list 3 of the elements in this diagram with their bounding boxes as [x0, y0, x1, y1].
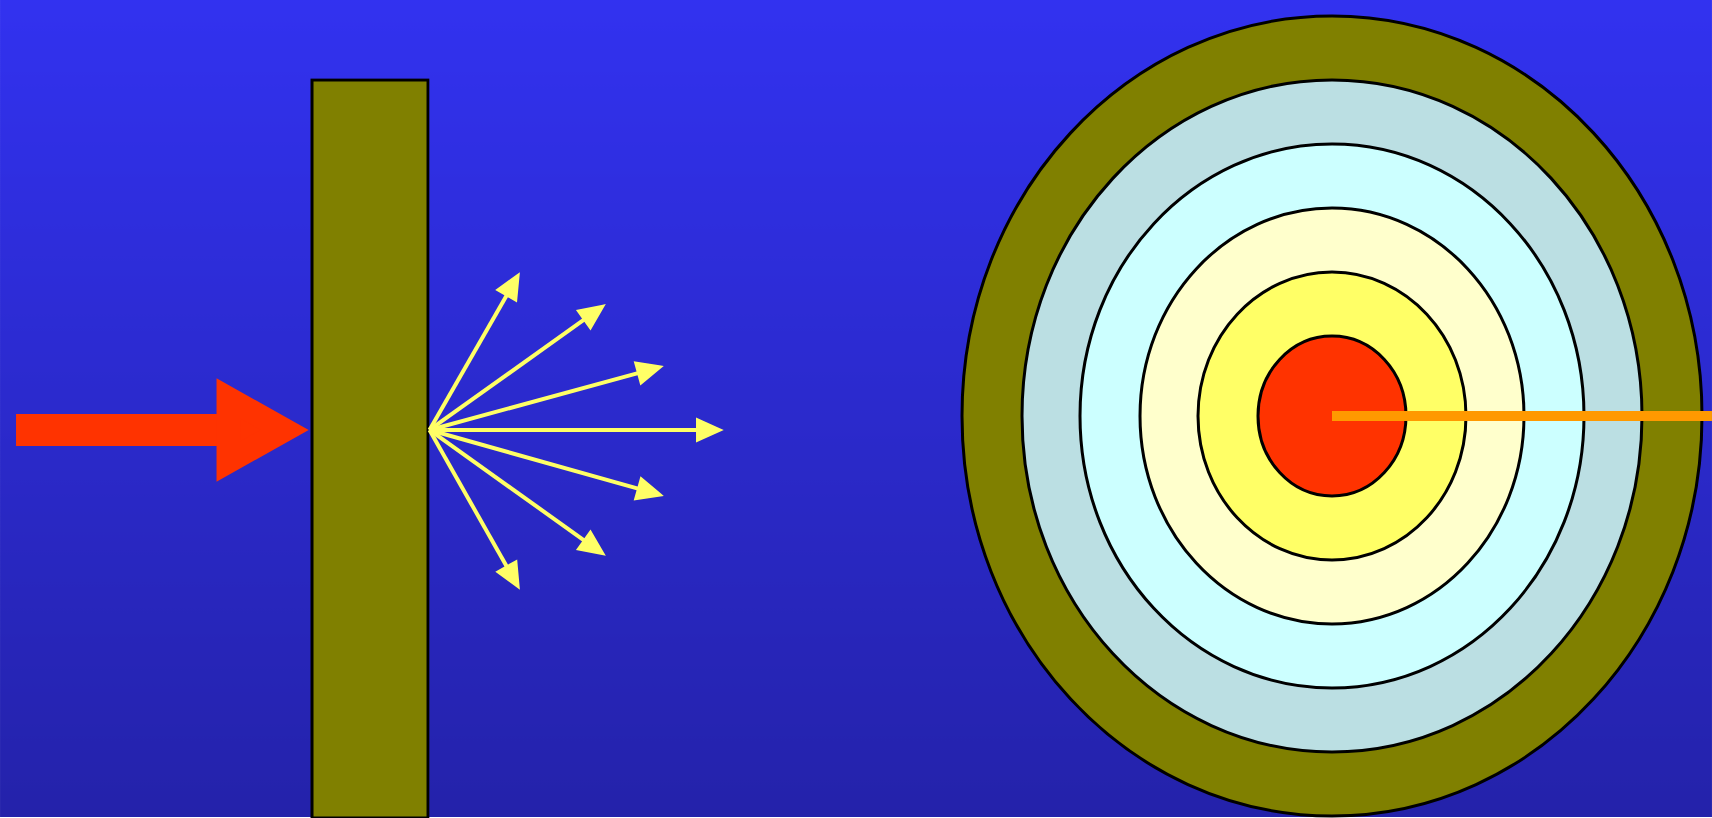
line: [1332, 411, 1712, 421]
bullseye: [1256, 334, 1408, 498]
plate: [310, 78, 430, 818]
